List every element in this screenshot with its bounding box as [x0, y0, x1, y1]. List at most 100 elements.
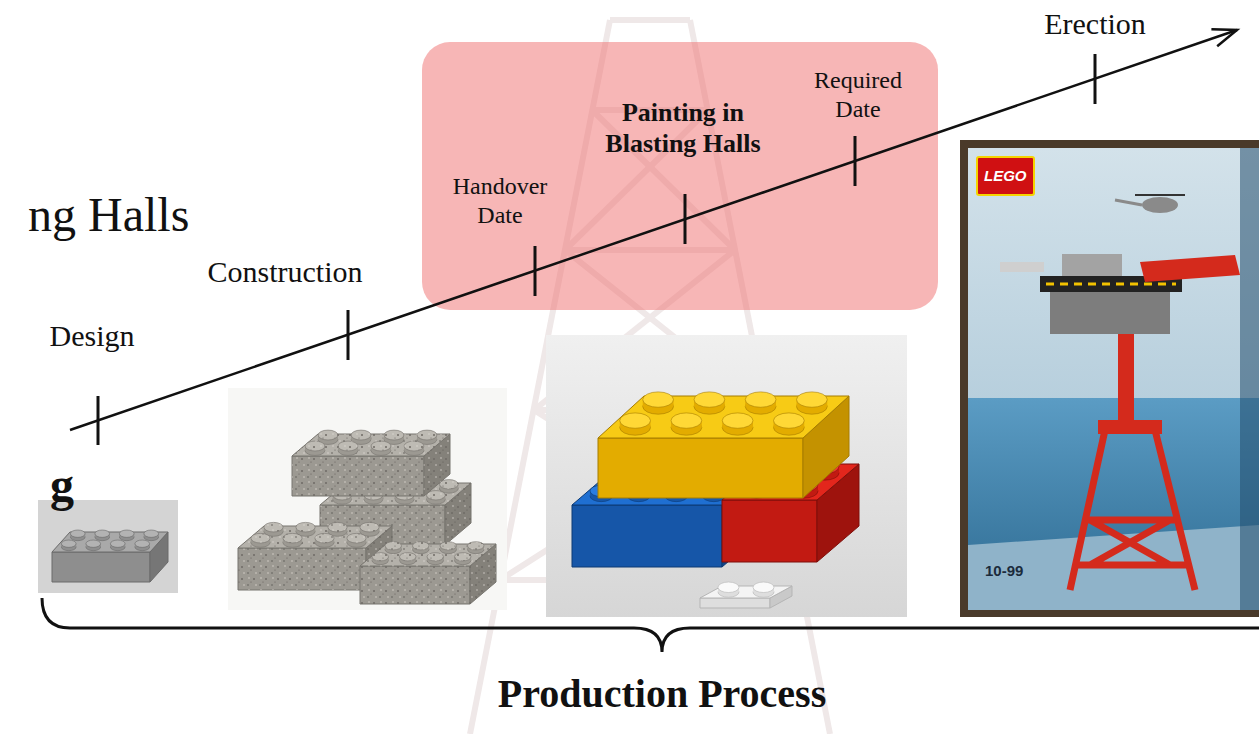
lego-brick-part — [283, 533, 302, 543]
lego-brick-part — [318, 430, 338, 440]
lego-brick-part — [572, 505, 722, 567]
lego-brick-part — [110, 540, 125, 547]
lego-brick-part — [371, 441, 391, 451]
lego-brick-part — [95, 530, 110, 537]
lego-brick-part — [296, 522, 315, 532]
lego-brick-part — [328, 522, 347, 532]
timeline-arrow — [70, 29, 1237, 445]
lego-brick-part — [305, 441, 325, 451]
lego-brick-part — [455, 553, 472, 561]
lego-brick-part — [135, 540, 150, 547]
cut-title-text: ng Halls — [28, 186, 189, 244]
lego-brick-part — [328, 522, 347, 532]
lego-brick — [700, 582, 792, 608]
lego-brick-part — [455, 553, 472, 561]
lego-brick-part — [372, 553, 389, 561]
bracket-caption: Production Process — [498, 670, 827, 718]
lego-brick-part — [351, 430, 371, 440]
lego-brick-part — [745, 392, 776, 407]
lego-brick-part — [797, 392, 828, 407]
coloured-bricks-photo — [546, 335, 907, 617]
lego-brick-part — [385, 542, 402, 550]
lego-brick — [598, 392, 849, 498]
lego-brick-part — [417, 430, 437, 440]
lego-brick-part — [144, 530, 159, 537]
lego-box-photo-part — [1115, 200, 1142, 205]
milestone-label: Required Date — [814, 66, 902, 124]
lego-brick-part — [694, 392, 725, 407]
lego-box-photo-part — [1062, 254, 1122, 276]
lego-brick-part — [86, 540, 101, 547]
milestone-label: Erection — [1044, 6, 1146, 42]
lego-brick-part — [440, 542, 457, 550]
lego-brick-part — [753, 582, 774, 593]
lego-brick-part — [427, 553, 444, 561]
timeline-arrow-part — [684, 194, 687, 244]
lego-brick-part — [700, 598, 770, 608]
lego-brick-part — [384, 430, 404, 440]
lego-brick-part — [264, 522, 283, 532]
timeline-arrow-part — [1094, 54, 1097, 104]
lego-box-photo — [960, 140, 1259, 617]
lego-box-photo-part — [1000, 262, 1044, 272]
lego-box-photo-part — [1140, 255, 1240, 282]
lego-brick-part — [400, 553, 417, 561]
lego-brick-part — [347, 533, 366, 543]
timeline-arrow-part — [97, 396, 100, 445]
stage-heading: Painting in Blasting Halls — [588, 97, 778, 159]
lego-brick-part — [404, 441, 424, 451]
lego-brick-part — [238, 548, 366, 590]
lego-box-photo-part — [1070, 430, 1195, 590]
milestone-label: Handover Date — [453, 172, 548, 230]
lego-brick-part — [371, 441, 391, 451]
grey-brick-photo — [38, 500, 178, 593]
lego-box-photo-part — [1135, 194, 1185, 196]
set-number: 10-99 — [985, 562, 1023, 580]
lego-brick-part — [404, 441, 424, 451]
lego-brick-part — [440, 542, 457, 550]
lego-brick-part — [384, 430, 404, 440]
lego-brick-part — [722, 413, 753, 428]
milestone-label: Construction — [208, 254, 363, 290]
lego-brick-part — [427, 553, 444, 561]
concrete-bricks-photo — [228, 388, 507, 610]
lego-brick-part — [385, 542, 402, 550]
lego-brick-part — [292, 456, 424, 496]
tower-watermark-part — [610, 17, 690, 23]
lego-box-photo-part — [1142, 197, 1178, 213]
coloured-bricks-photo-part — [546, 335, 907, 617]
lego-brick-part — [671, 413, 702, 428]
lego-brick-part — [296, 522, 315, 532]
timeline-arrow-part — [347, 310, 350, 360]
lego-brick-part — [774, 413, 805, 428]
lego-brick-part — [119, 530, 134, 537]
lego-brick-part — [360, 566, 470, 604]
lego-brick — [292, 430, 450, 496]
lego-brick-part — [620, 413, 651, 428]
lego-brick-part — [251, 533, 270, 543]
lego-brick — [360, 542, 496, 604]
lego-box-photo-part — [968, 398, 1259, 610]
lego-brick-part — [338, 441, 358, 451]
cut-title-letter: g — [50, 456, 74, 514]
lego-brick-part — [413, 542, 430, 550]
lego-box-photo-part — [1118, 330, 1134, 425]
lego-brick-part — [400, 553, 417, 561]
lego-brick-part — [52, 552, 150, 582]
highlight-band: Handover Date Painting in Blasting Halls R… — [422, 42, 938, 310]
lego-box-photo-part — [960, 140, 1259, 617]
lego-brick-part — [292, 456, 424, 496]
lego-brick-part — [643, 392, 674, 407]
lego-brick-part — [468, 542, 485, 550]
lego-brick-part — [360, 522, 379, 532]
process-bracket — [42, 598, 1259, 652]
lego-brick-part — [351, 430, 371, 440]
lego-brick-part — [360, 522, 379, 532]
lego-brick-part — [251, 533, 270, 543]
lego-brick-part — [70, 530, 85, 537]
lego-brick-part — [360, 566, 470, 604]
lego-brick-part — [264, 522, 283, 532]
lego-brick-part — [413, 542, 430, 550]
lego-brick-part — [468, 542, 485, 550]
